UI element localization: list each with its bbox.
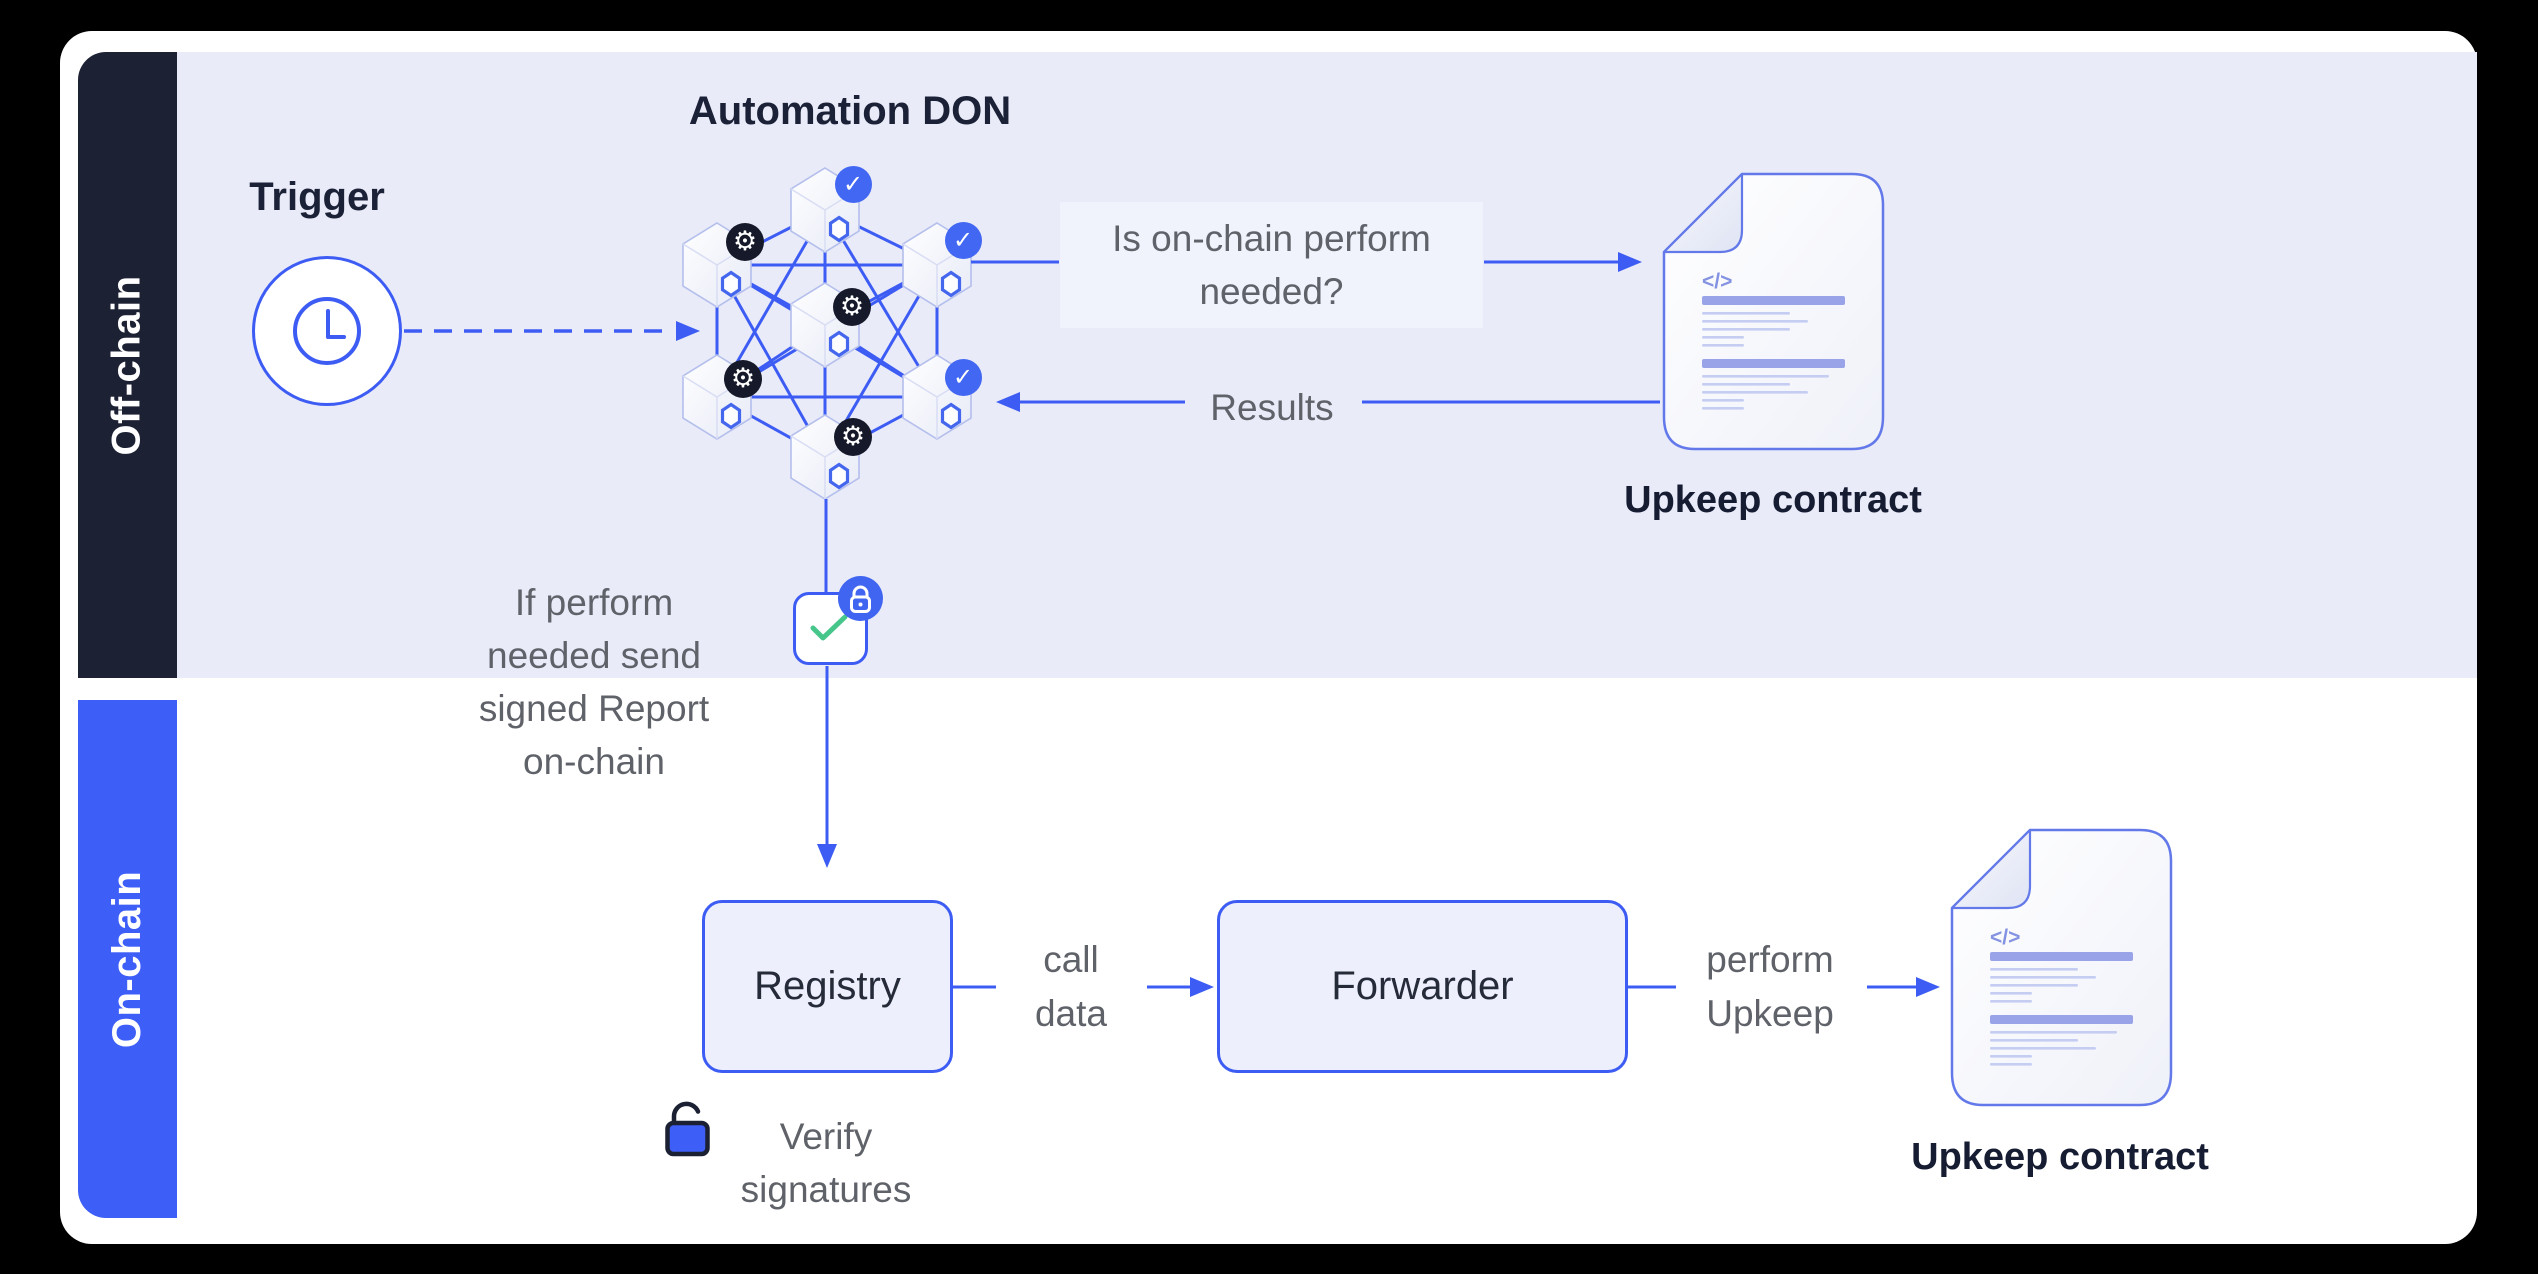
report-note: If perform needed send signed Report on-… [478, 582, 710, 782]
document-icon: </> [1950, 828, 2173, 1107]
perform-upkeep-label: perform Upkeep [1706, 939, 1834, 1034]
verify-signatures-label: Verify signatures [740, 1116, 912, 1210]
registry-label: Registry [754, 964, 901, 1008]
gear-badge-icon: ⚙ [724, 360, 762, 398]
question-label: Is on-chain perform needed? [1112, 218, 1431, 312]
gear-badge-icon: ⚙ [726, 223, 764, 261]
clock-hand-minute [326, 309, 330, 339]
results-label: Results [1210, 387, 1334, 428]
forwarder-label: Forwarder [1331, 964, 1514, 1008]
check-glyph: ✓ [842, 170, 864, 198]
don-title: Automation DON [688, 89, 1012, 133]
forwarder-node: Forwarder [1217, 900, 1628, 1073]
check-glyph: ✓ [952, 226, 974, 254]
gear-glyph: ⚙ [732, 226, 758, 257]
offchain-band [177, 52, 2477, 678]
question-box: Is on-chain perform needed? [1060, 202, 1483, 328]
upkeep-contract-title-onchain: Upkeep contract [1911, 1136, 2209, 1178]
clock-hand-hour [328, 335, 346, 339]
lock-badge-icon [838, 576, 883, 621]
gear-glyph: ⚙ [730, 363, 756, 394]
check-badge-icon: ✓ [944, 221, 982, 259]
registry-node: Registry [702, 900, 953, 1073]
upkeep-contract-doc: </> [1662, 172, 1886, 452]
onchain-rail: On-chain [78, 700, 177, 1218]
onchain-rail-label: On-chain [105, 870, 149, 1048]
call-data-label: call data [1034, 939, 1107, 1034]
offchain-rail-label: Off-chain [105, 274, 150, 456]
clock-icon [252, 256, 402, 406]
code-icon: </> [1990, 926, 2020, 949]
check-glyph: ✓ [952, 363, 974, 391]
check-badge-icon: ✓ [944, 358, 982, 396]
green-check-icon [810, 614, 848, 641]
gear-glyph: ⚙ [839, 291, 865, 322]
gear-glyph: ⚙ [840, 421, 866, 452]
unlock-icon [662, 1096, 714, 1160]
trigger-title: Trigger [249, 175, 385, 219]
gear-badge-icon: ⚙ [834, 418, 872, 456]
upkeep-contract-doc: </> [1950, 828, 2174, 1108]
check-badge-icon: ✓ [834, 165, 872, 203]
gear-badge-icon: ⚙ [833, 288, 871, 326]
upkeep-contract-title-offchain: Upkeep contract [1624, 479, 1922, 521]
document-icon: </> [1662, 172, 1885, 451]
code-icon: </> [1702, 270, 1732, 293]
clock-face [293, 297, 361, 365]
offchain-rail: Off-chain [78, 52, 177, 678]
